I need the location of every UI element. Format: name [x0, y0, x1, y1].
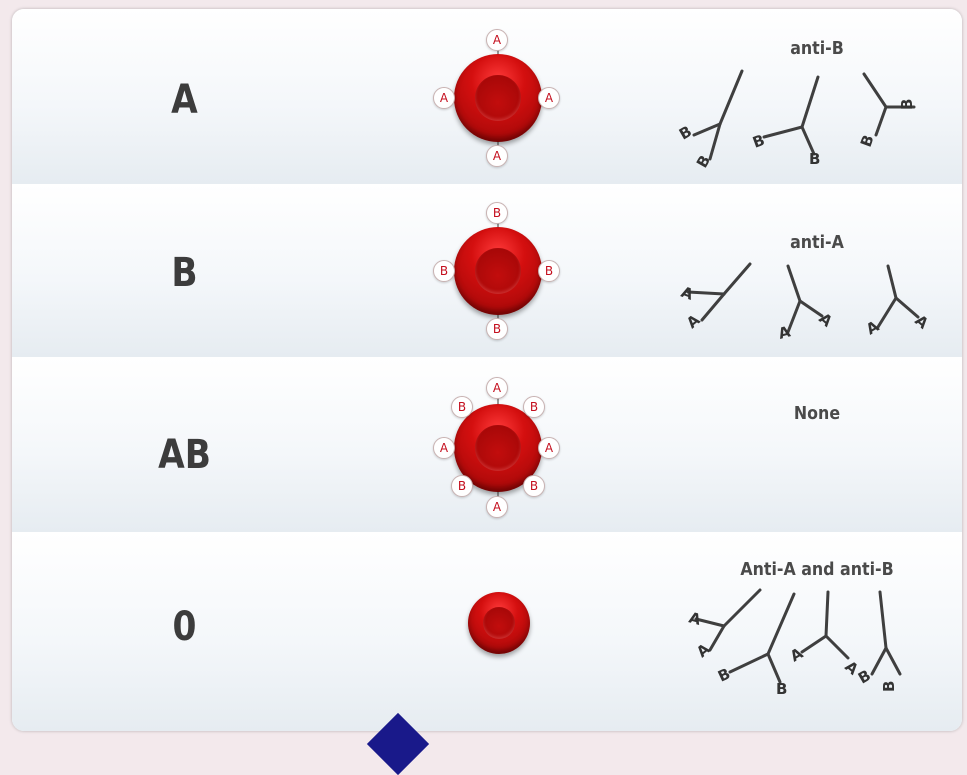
antigen-top: A	[486, 29, 508, 51]
row-type-b: B B B B B anti-A	[12, 184, 962, 357]
antibody-group: A A B B A A B B	[687, 588, 902, 698]
antibody-y-shape	[800, 590, 850, 660]
antibody-tip-label: B	[676, 122, 695, 143]
antibody-y-shape	[786, 264, 824, 334]
antibody-tip-label: B	[855, 666, 874, 687]
red-blood-cell	[468, 592, 530, 654]
antibody-y-shape	[686, 262, 752, 322]
antibody-tip-label: B	[715, 664, 733, 685]
antibody-tip-label: A	[776, 322, 792, 342]
antigen-right: B	[538, 260, 560, 282]
antibody-group: B B B B B B	[676, 69, 916, 171]
antibody-tip-label: A	[683, 311, 704, 333]
antibody-tip-label: B	[776, 680, 787, 698]
antigen-left: A	[433, 87, 455, 109]
antibody-label: anti-B	[790, 38, 844, 59]
row-type-ab: AB A B B A A B B A None	[12, 357, 962, 532]
blood-type-diagram: A A A A A anti-B	[12, 9, 962, 731]
antibody-y-shape	[694, 588, 762, 652]
antigen-right: A	[538, 87, 560, 109]
antibody-y-shape	[870, 590, 902, 676]
antigen-bottom-right: B	[523, 475, 545, 497]
blood-type-label: B	[171, 250, 198, 296]
antibody-label: None	[793, 403, 841, 424]
antibody-y-shape	[876, 264, 920, 329]
antigen-right: A	[538, 437, 560, 459]
antibody-group: A A A A A A	[679, 262, 932, 343]
antibody-label: Anti-A and anti-B	[740, 559, 894, 580]
antibody-tip-label: A	[863, 317, 882, 339]
antigen-bottom: A	[486, 145, 508, 167]
antibody-tip-label: B	[898, 99, 916, 110]
red-blood-cell	[454, 227, 542, 315]
antibody-y-shape	[862, 72, 916, 137]
antigen-top: B	[486, 202, 508, 224]
antibody-tip-label: A	[687, 608, 703, 628]
antigen-bottom-left: B	[451, 475, 473, 497]
antibody-tip-label: B	[809, 150, 820, 168]
antibody-tip-label: A	[787, 644, 806, 666]
antibody-y-shape	[692, 69, 744, 161]
blood-type-label: 0	[172, 604, 197, 650]
row-type-a: A A A A A anti-B	[12, 9, 962, 184]
antigen-left: A	[433, 437, 455, 459]
antigen-top-left: B	[451, 396, 473, 418]
antigen-bottom: A	[486, 496, 508, 518]
red-blood-cell	[454, 54, 542, 142]
antibody-y-shape	[728, 592, 796, 684]
antibody-tip-label: B	[750, 131, 767, 152]
antibody-label: anti-A	[790, 232, 844, 253]
antigen-top: A	[486, 377, 508, 399]
antigen-left: B	[433, 260, 455, 282]
antibody-tip-label: B	[880, 681, 898, 692]
antibody-tip-label: A	[693, 640, 714, 662]
antigen-top-right: B	[523, 396, 545, 418]
blood-type-label: A	[171, 77, 198, 123]
antigen-bottom: B	[486, 318, 508, 340]
row-type-0: 0 Anti-A and anti-B	[12, 532, 962, 731]
antibody-y-shape	[762, 75, 820, 156]
blood-type-label: AB	[158, 432, 211, 478]
